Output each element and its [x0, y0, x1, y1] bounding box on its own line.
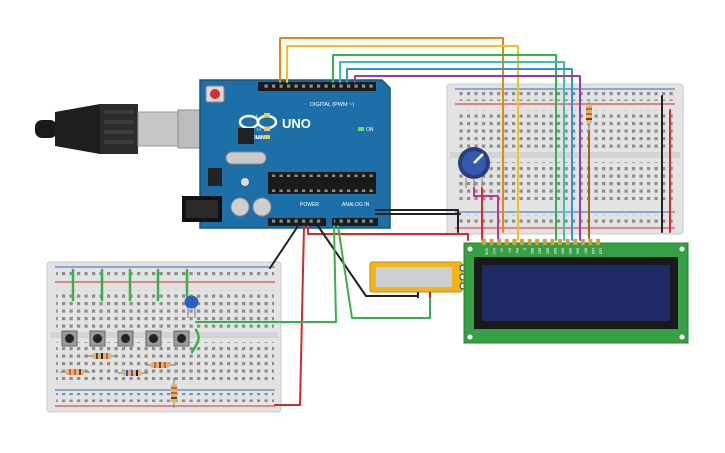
- lcd-pin[interactable]: [512, 239, 517, 245]
- lcd-pin-label: LED: [599, 248, 603, 255]
- regulator: [208, 168, 222, 186]
- lcd-pin[interactable]: [542, 239, 547, 245]
- push-button[interactable]: [117, 330, 134, 347]
- lcd-pin[interactable]: [550, 239, 555, 245]
- resistors-left[interactable]: [60, 353, 177, 408]
- lcd-pin-label: GND: [485, 248, 489, 256]
- resistor[interactable]: [586, 102, 592, 132]
- wire-teal[interactable]: [339, 61, 565, 241]
- usb-cable-icon[interactable]: [35, 104, 201, 154]
- lcd-pin[interactable]: [565, 239, 570, 245]
- analog-label: ANALOG IN: [342, 202, 370, 208]
- lcd-pin-label: VCC: [492, 248, 496, 255]
- led-on: [358, 127, 364, 131]
- lcd-pin[interactable]: [527, 239, 532, 245]
- wire-red-left-rail[interactable]: [274, 225, 305, 406]
- push-buttons[interactable]: [61, 330, 190, 347]
- wire-red-power[interactable]: [307, 225, 469, 241]
- multimeter[interactable]: [369, 261, 467, 298]
- resistor[interactable]: [146, 362, 176, 368]
- lcd-pin-label: DB2: [545, 248, 549, 254]
- lcd-pin[interactable]: [580, 239, 585, 245]
- wire-magenta[interactable]: [473, 187, 499, 241]
- lcd-pin-label: RS: [507, 248, 511, 252]
- uno-label: UNO: [282, 116, 311, 131]
- lcd-pin[interactable]: [588, 239, 593, 245]
- wire-green-button[interactable]: [195, 225, 337, 323]
- push-button[interactable]: [89, 330, 106, 347]
- wire-purple[interactable]: [354, 75, 581, 241]
- lcd-pin[interactable]: [558, 239, 562, 245]
- arduino-wordmark: ARDUINO: [245, 135, 268, 141]
- lcd-pin-label: V0: [500, 248, 504, 252]
- lcd-pin[interactable]: [573, 239, 578, 245]
- lcd-pin[interactable]: [520, 239, 524, 245]
- wire-black-left-rail[interactable]: [269, 225, 299, 269]
- lcd-pin-label: DB6: [576, 248, 580, 254]
- lcd-pin-label: DB3: [553, 248, 557, 254]
- wire-blue[interactable]: [346, 68, 573, 241]
- wire-orange[interactable]: [279, 37, 504, 233]
- on-label: ON: [366, 127, 374, 133]
- lcd-pin-label: DB1: [538, 248, 542, 254]
- led-label-tx: TX: [256, 127, 261, 132]
- led-l: [264, 113, 270, 117]
- atmega-chip: [268, 172, 376, 194]
- lcd-pin-label: LED: [591, 248, 595, 255]
- digital-label: DIGITAL (PWM ~): [310, 102, 354, 108]
- capacitor-icon[interactable]: [184, 295, 199, 319]
- push-button[interactable]: [173, 330, 190, 347]
- power-label: POWER: [300, 202, 319, 208]
- lcd-pin-label: DB0: [530, 248, 534, 254]
- potentiometer-icon[interactable]: [458, 147, 490, 188]
- lcd-pin-label: RW: [515, 248, 519, 253]
- lcd-pin[interactable]: [482, 239, 486, 245]
- lcd-pin-label: DB4: [561, 248, 565, 254]
- resistor[interactable]: [60, 369, 90, 375]
- led-label-l: L: [256, 113, 259, 118]
- breadboard-left[interactable]: [46, 261, 282, 413]
- usb-chip: [238, 128, 254, 144]
- wire-green-meter[interactable]: [337, 225, 431, 319]
- push-button[interactable]: [61, 330, 78, 347]
- push-button[interactable]: [145, 330, 162, 347]
- resistor[interactable]: [118, 370, 148, 376]
- wire-green[interactable]: [332, 54, 557, 241]
- crystal: [225, 151, 267, 165]
- arduino-uno-board[interactable]: DIGITAL (PWM ~) ARDUINO UNO L TX RX ON P…: [182, 79, 391, 229]
- lcd-pin-label: DB5: [568, 248, 572, 254]
- lcd-pin[interactable]: [497, 239, 502, 245]
- led-label-rx: RX: [256, 135, 262, 140]
- left-board-jumpers[interactable]: [71, 268, 200, 354]
- lcd-pin[interactable]: [489, 239, 494, 245]
- lcd-screen: [482, 265, 670, 321]
- resistor[interactable]: [86, 353, 118, 359]
- lcd-pin-label: E: [523, 248, 527, 250]
- led-rx: [264, 135, 270, 139]
- wire-yellow[interactable]: [286, 45, 519, 241]
- lcd-pin[interactable]: [596, 239, 600, 245]
- lcd-pin[interactable]: [535, 239, 540, 245]
- led-tx: [264, 127, 270, 131]
- lcd-pin[interactable]: [504, 239, 509, 245]
- lcd-pin-label: DB7: [583, 248, 587, 254]
- wires[interactable]: [195, 37, 671, 406]
- wire-black-pot[interactable]: [375, 209, 459, 233]
- resistor[interactable]: [171, 378, 177, 408]
